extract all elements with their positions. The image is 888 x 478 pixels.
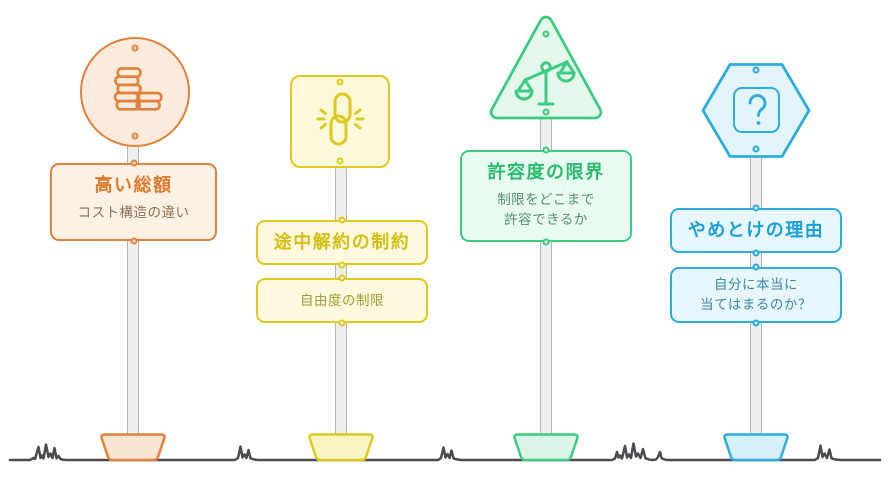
rivet: [131, 132, 139, 140]
rivet: [338, 274, 346, 282]
sign-subtitle: 自分に本当に 当てはまるのか？: [700, 275, 812, 314]
rivet: [338, 261, 346, 269]
coins-icon: [113, 67, 163, 111]
sign-subtitle-line: 制限をどこまで: [497, 192, 595, 208]
question-icon: [733, 87, 780, 133]
sign-label-box: やめとけの理由: [670, 208, 842, 253]
rivet: [338, 319, 346, 327]
sign-sublabel-box: 自由度の制限: [256, 278, 428, 323]
rivet: [542, 108, 550, 116]
signpost-base: [723, 433, 789, 462]
signpost-base: [308, 433, 374, 462]
sign-subtitle-line: 自分に本当に: [713, 277, 798, 293]
ground-line: [8, 442, 882, 462]
rivet: [752, 66, 760, 74]
sign-subtitle-line: 許容できるか: [504, 211, 588, 227]
rivet: [752, 319, 760, 327]
rivet: [130, 159, 137, 167]
sign-shape-hexagon: [701, 63, 811, 158]
rivet: [542, 146, 550, 154]
rivet: [131, 44, 139, 52]
sign-label-box: 途中解約の制約: [256, 220, 428, 265]
rivet: [336, 157, 344, 165]
signpost-base: [100, 433, 166, 462]
rivet: [542, 30, 550, 38]
sign-title: やめとけの理由: [687, 219, 825, 240]
rivet: [336, 78, 344, 86]
sign-subtitle: 自由度の制限: [300, 292, 384, 308]
sign-subtitle: コスト構造の違い: [77, 205, 190, 221]
sign-subtitle-line: 当てはまるのか？: [700, 297, 812, 312]
sign-shape-triangle: [489, 15, 603, 120]
rivet: [752, 145, 760, 153]
sign-sublabel-box: 自分に本当に 当てはまるのか？: [670, 267, 842, 323]
broken-chain-icon: [316, 92, 365, 146]
sign-title: 高い総額: [94, 175, 173, 195]
rivet: [542, 238, 550, 246]
sign-title: 許容度の限界: [487, 162, 605, 182]
rivet: [752, 263, 760, 271]
sign-title: 途中解約の制約: [273, 231, 411, 252]
sign-subtitle: 制限をどこまで 許容できるか: [497, 190, 595, 229]
rivet: [338, 216, 346, 224]
sign-label-box: 高い総額 コスト構造の違い: [50, 163, 217, 241]
signpost-base: [513, 433, 579, 462]
rivet: [752, 204, 760, 212]
rivet: [752, 249, 760, 257]
sign-label-box: 許容度の限界 制限をどこまで 許容できるか: [460, 150, 632, 242]
rivet: [130, 237, 137, 245]
scales-icon: [514, 60, 576, 106]
